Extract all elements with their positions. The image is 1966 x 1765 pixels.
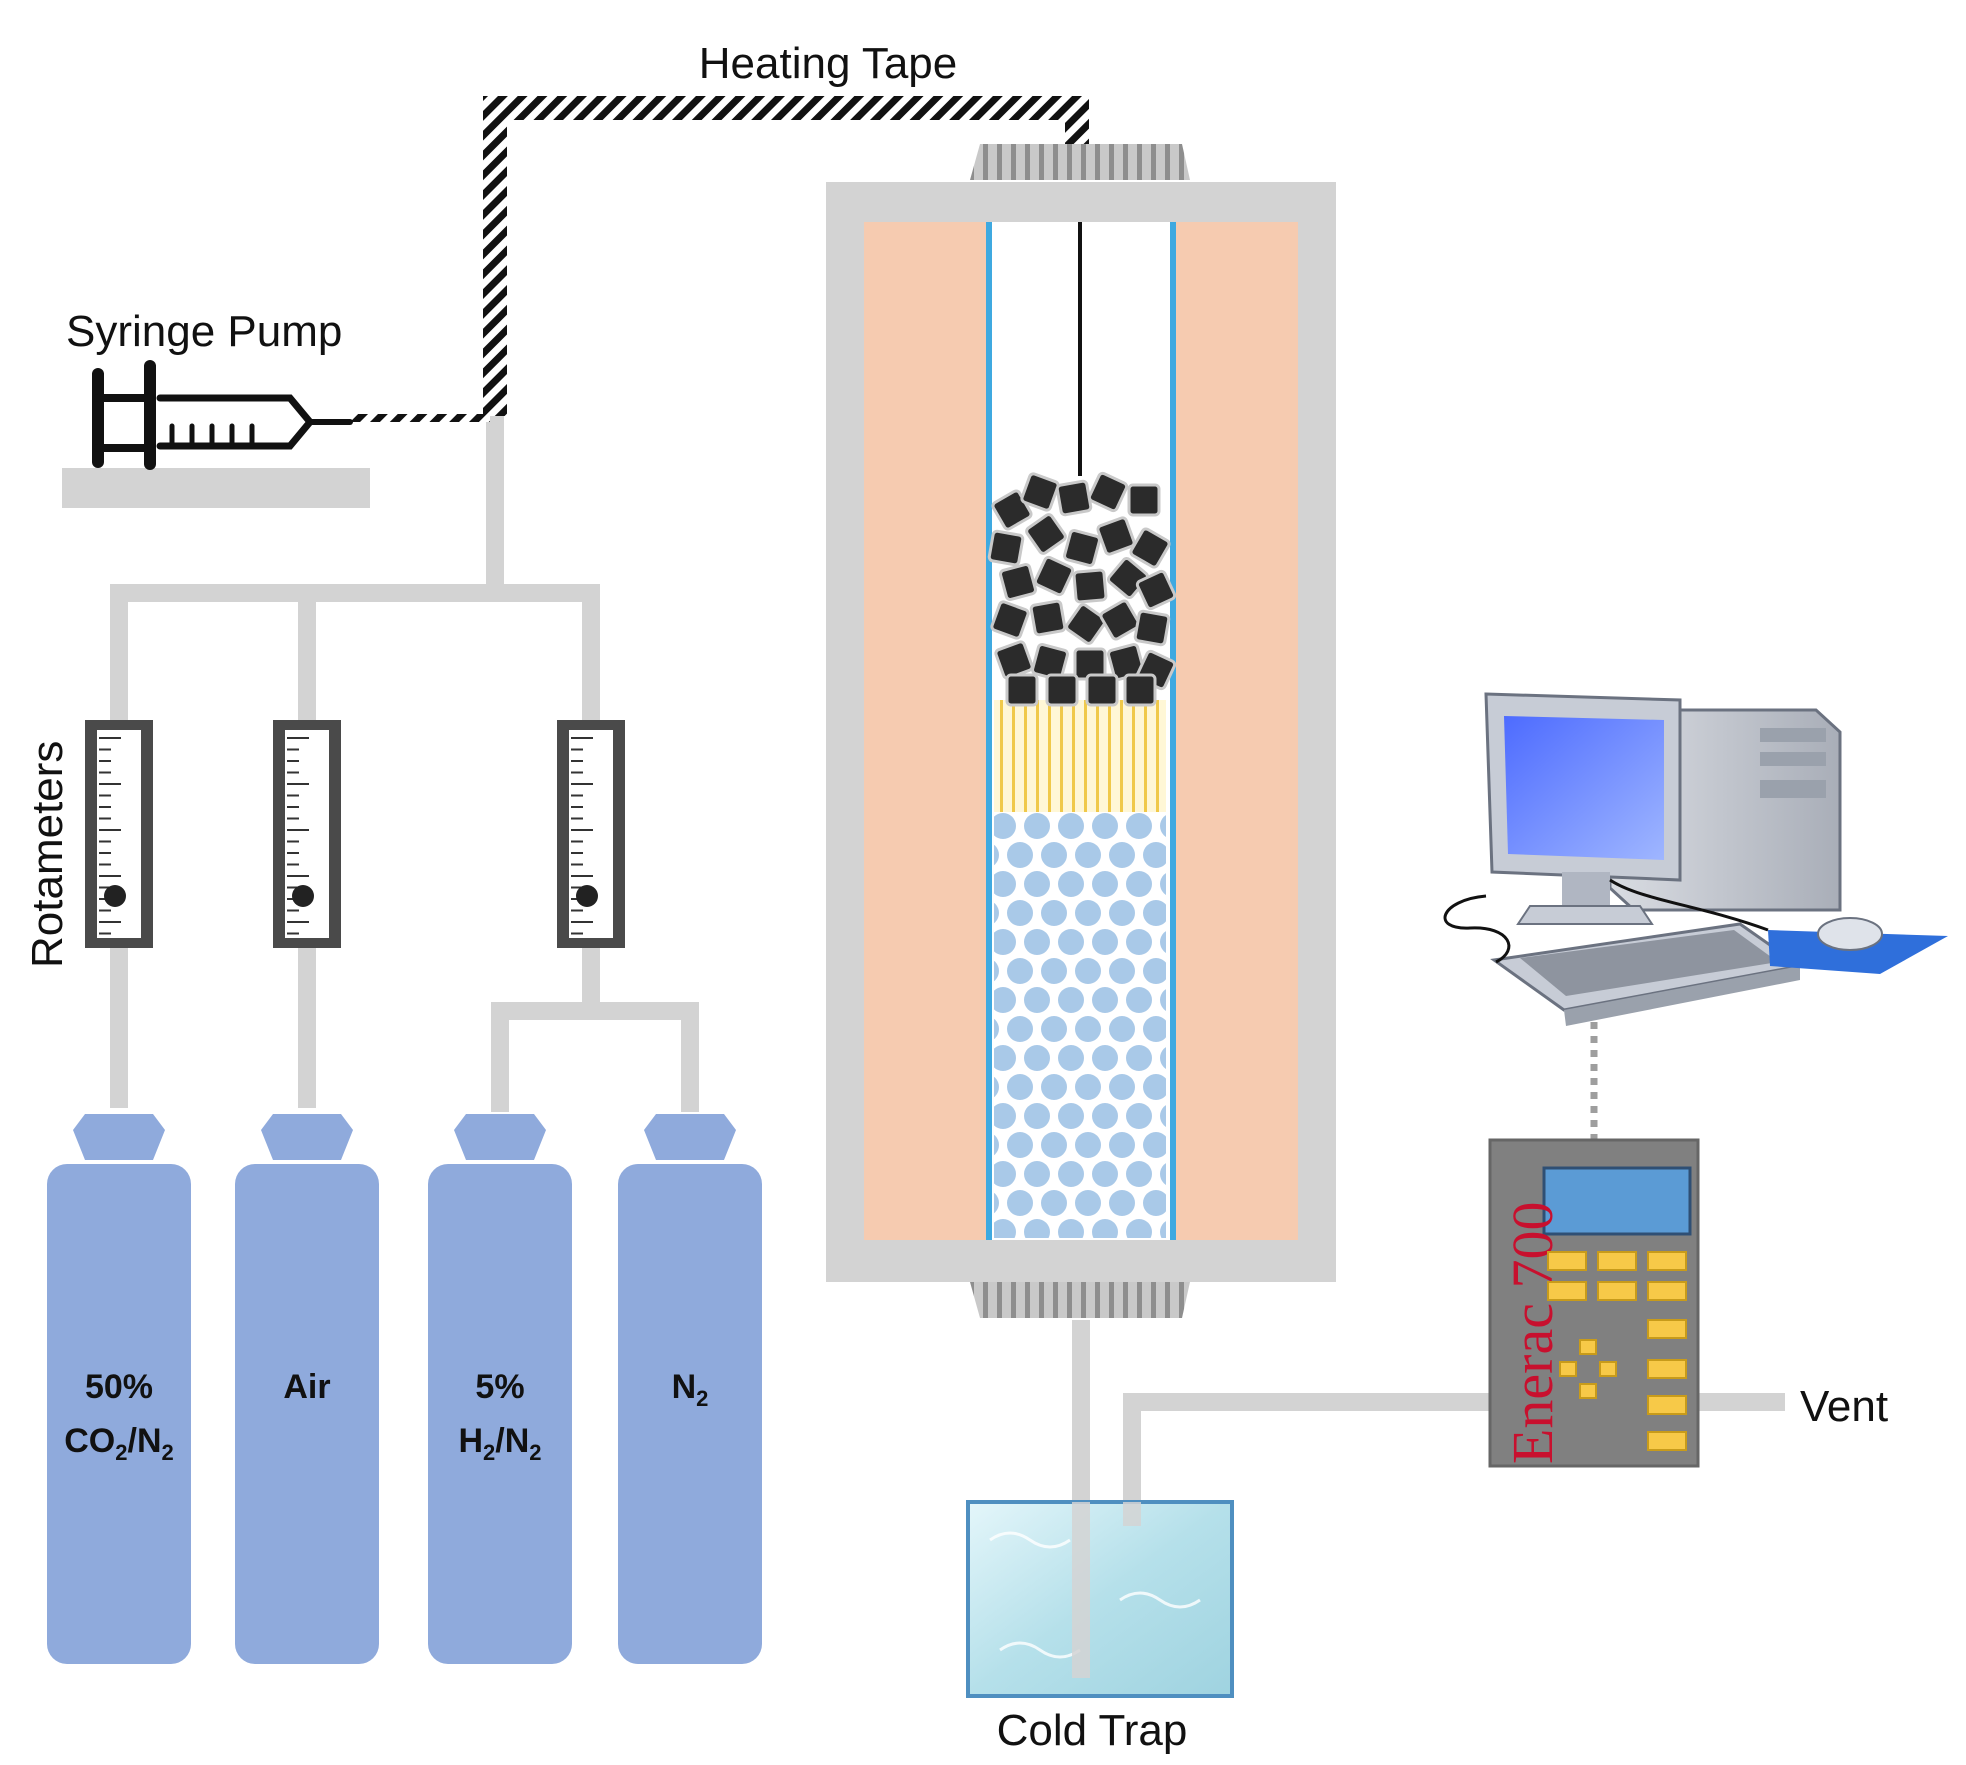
- gas-cylinders: 50% CO2/N2 Air 5% H2/N2 N2: [47, 1114, 762, 1664]
- analyzer-key: [1647, 1319, 1687, 1339]
- catalyst-pellet: [1085, 673, 1119, 707]
- rotameters-label: Rotameters: [23, 741, 72, 968]
- rotameters: [85, 720, 625, 948]
- catalyst-pellet: [1045, 673, 1079, 707]
- catalyst-pellet: [1025, 513, 1067, 555]
- analyzer-key: [1599, 1361, 1617, 1377]
- catalyst-pellet: [987, 529, 1025, 567]
- analyzer-keypad: [1547, 1251, 1687, 1451]
- top-fitting: [970, 144, 1190, 180]
- analyzer-key: [1597, 1281, 1637, 1301]
- bottom-fitting: [970, 1282, 1190, 1318]
- pump-base: [62, 468, 370, 508]
- analyzer-key: [1579, 1339, 1597, 1355]
- tube-furnace: [826, 144, 1336, 1318]
- cylinder-valve: [454, 1114, 546, 1160]
- analyzer-key: [1647, 1359, 1687, 1379]
- syringe-pump-label: Syringe Pump: [66, 307, 342, 356]
- syringe-icon: [92, 360, 353, 470]
- analyzer-key: [1579, 1383, 1597, 1399]
- analyzer-key: [1647, 1251, 1687, 1271]
- catalyst-pellet: [1072, 568, 1108, 604]
- catalyst-pellet: [1129, 527, 1171, 569]
- computer: [1443, 692, 1948, 1026]
- gas-manifold-pipes: [110, 412, 1785, 1678]
- analyzer-key: [1547, 1251, 1587, 1271]
- catalyst-pellet: [999, 563, 1037, 601]
- catalyst-pellet: [1063, 529, 1101, 567]
- catalyst-pellet: [1087, 471, 1129, 513]
- catalyst-pellet: [1135, 569, 1177, 611]
- packing-beads: [994, 812, 1166, 1238]
- analyzer-screen: [1542, 1166, 1692, 1236]
- catalyst-pellet: [1133, 609, 1171, 647]
- cold-trap-label: Cold Trap: [997, 1706, 1188, 1755]
- rotameter: [557, 720, 625, 948]
- mouse-icon: [1768, 917, 1948, 974]
- syringe-pump: [62, 360, 370, 508]
- analyzer-brand-label: Enerac 700: [1500, 1202, 1565, 1464]
- rotameter: [85, 720, 153, 948]
- catalyst-pellet: [1096, 516, 1136, 556]
- keyboard-cable: [1443, 894, 1511, 964]
- catalyst-pellet: [1055, 479, 1093, 517]
- catalyst-pellet: [1123, 673, 1157, 707]
- cylinder-label-line1: 50%: [85, 1368, 153, 1406]
- rotameter: [273, 720, 341, 948]
- reactor-wall-right: [1170, 222, 1176, 1240]
- catalyst-pellet: [1033, 555, 1075, 597]
- rotameter-float: [292, 885, 314, 907]
- gas-cylinder: Air: [235, 1114, 379, 1664]
- gas-cylinder: 50% CO2/N2: [47, 1114, 191, 1664]
- cylinder-label-line1: 5%: [475, 1368, 524, 1406]
- mouse-cable: [1609, 878, 1769, 932]
- heating-tape: [350, 96, 1089, 422]
- cylinder-label-line2: H2/N2: [458, 1422, 541, 1465]
- catalyst-pellet: [1005, 673, 1039, 707]
- catalyst-pellet: [1065, 603, 1107, 645]
- gas-cylinder: 5% H2/N2: [428, 1114, 572, 1664]
- catalyst-pellet: [1029, 599, 1067, 637]
- analyzer-key: [1597, 1251, 1637, 1271]
- reactor-wall-left: [986, 222, 992, 1240]
- catalyst-pellet: [1020, 472, 1060, 512]
- monitor-icon: [1484, 692, 1682, 925]
- catalyst-pellet: [1099, 599, 1141, 641]
- catalyst-pellet: [1127, 483, 1161, 517]
- analyzer-key: [1559, 1361, 1577, 1377]
- gas-analyzer: Enerac 700: [1488, 1138, 1700, 1468]
- rotameter-float: [104, 885, 126, 907]
- quartz-wool-plug: [994, 700, 1166, 812]
- analyzer-key: [1647, 1431, 1687, 1451]
- heating-tape-label: Heating Tape: [699, 39, 958, 88]
- analyzer-key: [1647, 1395, 1687, 1415]
- gas-cylinder: N2: [618, 1114, 762, 1664]
- cylinder-valve: [261, 1114, 353, 1160]
- catalyst-pellets: [987, 471, 1177, 707]
- cylinder-label-line2: CO2/N2: [64, 1422, 174, 1465]
- cylinder-valve: [73, 1114, 165, 1160]
- cylinder-label-line1: Air: [283, 1368, 330, 1406]
- analyzer-key: [1547, 1281, 1587, 1301]
- analyzer-key: [1647, 1281, 1687, 1301]
- cylinder-valve: [644, 1114, 736, 1160]
- keyboard-icon: [1490, 922, 1804, 1026]
- catalyst-pellet: [990, 600, 1030, 640]
- cold-trap: [966, 1500, 1234, 1698]
- vent-label: Vent: [1800, 1382, 1888, 1431]
- rotameter-float: [576, 885, 598, 907]
